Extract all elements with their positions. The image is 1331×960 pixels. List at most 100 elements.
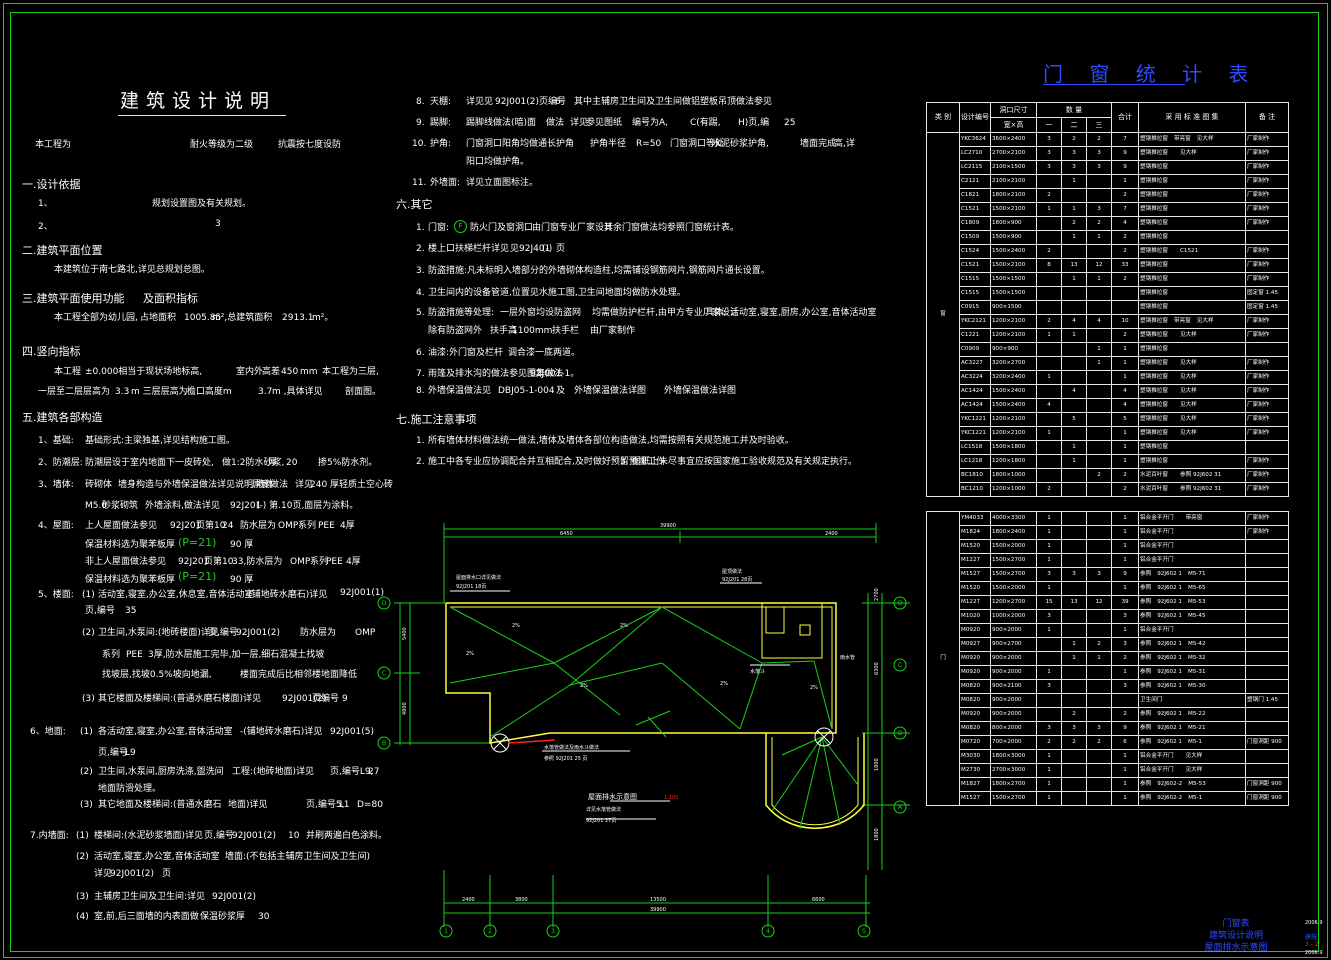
schedule-cell	[1061, 553, 1087, 568]
schedule-atlas-part: 铝合金平开门	[1140, 529, 1174, 535]
schedule-cell	[1086, 665, 1112, 680]
s6-i1-n: 1.	[416, 223, 425, 233]
schedule-cell: 2	[1111, 272, 1139, 287]
schedule-cell: M1527	[959, 791, 991, 806]
schedule-cell-note	[1245, 749, 1289, 764]
schedule-cell	[1061, 300, 1087, 315]
s5-i6-at3: 92J001(5)	[330, 727, 375, 737]
axis-left-B: B	[377, 736, 391, 750]
s5-i2-n: 2、防潮层:	[38, 458, 83, 468]
schedule-cell	[1036, 440, 1062, 455]
schedule-title: 门 窗 统 计 表	[1043, 62, 1259, 86]
schedule-cell	[1086, 763, 1112, 778]
dim-bottom-text-1: 2400	[462, 897, 475, 903]
schedule-cell: 1	[1111, 749, 1139, 764]
schedule-atlas-part: 塑钢推拉窗	[1140, 416, 1168, 422]
schedule-cell: 2	[1061, 132, 1087, 147]
schedule-cell: 4	[1086, 314, 1112, 329]
schedule-cell	[1111, 693, 1139, 708]
schedule-atlas-part: 水泥百叶窗	[1140, 472, 1168, 478]
schedule-atlas-part: 塑钢推拉窗	[1140, 458, 1168, 464]
s5-i4-t8: PEE	[318, 521, 335, 531]
schedule-cell: 1800×2400	[990, 525, 1037, 540]
schedule-atlas-part: 参照 92J602 31	[1179, 472, 1222, 478]
axis-bottom-5-label: 5	[862, 928, 866, 935]
schedule-cell	[1086, 623, 1112, 638]
schedule-cell	[1061, 188, 1087, 203]
schedule-atlas-part: 92J602 1	[1157, 641, 1182, 647]
schedule-atlas-part: 塑钢推拉窗	[1140, 150, 1168, 156]
schedule-atlas-part: 塑钢推拉窗	[1140, 234, 1168, 240]
schedule-cell: 1500×2700	[990, 567, 1037, 582]
schedule-cell: LC2710	[959, 146, 991, 161]
schedule-cell: 3	[1036, 721, 1062, 736]
s4-l2e: 3.7	[258, 387, 273, 397]
tb-date: 2006.9	[1305, 950, 1323, 956]
hdr-note: 备 注	[1245, 102, 1289, 133]
schedule-cell: 15	[1036, 595, 1062, 610]
s1-l2: 2、	[38, 222, 53, 232]
axis-right-C: C	[893, 658, 907, 672]
s2-head: 二.建筑平面位置	[22, 244, 103, 257]
schedule-cell: 800×2000	[990, 721, 1037, 736]
schedule-cell-note: 固定窗 1.45	[1245, 300, 1289, 315]
schedule-cell: 1500×2400	[990, 398, 1037, 413]
schedule-cell: 1	[1086, 272, 1112, 287]
schedule-atlas-part: M5-65	[1188, 585, 1206, 591]
axis-left-C: C	[377, 666, 391, 680]
schedule-cell-note: 厂家制作	[1245, 188, 1289, 203]
s6-i5-n: 5.	[416, 308, 425, 318]
inner-frame	[10, 12, 1319, 952]
s5-i5-bt4: 防水层为	[300, 628, 337, 638]
s5-i5-ct: 其它楼面及楼梯间:(普通水磨石楼面)详见	[98, 694, 262, 704]
s5-i5-at: 活动室,寝室,办公室,休息室,音体活动室	[98, 590, 254, 600]
schedule-cell: 1	[1086, 230, 1112, 245]
schedule-cell: 2	[1086, 468, 1112, 483]
s5-i5-bt3: 92J001(2)	[236, 628, 281, 638]
schedule-atlas-part: 参照	[1140, 571, 1152, 577]
schedule-group-doors: 门	[926, 511, 960, 806]
axis-bottom-2: 2	[483, 924, 497, 938]
s6-i5-t9: 扶手栏	[552, 326, 580, 336]
schedule-cell: 1500×2700	[990, 791, 1037, 806]
schedule-cell: C0909	[959, 342, 991, 357]
s4-l2a: 一层至二层层高为	[38, 387, 111, 397]
schedule-cell-note	[1245, 581, 1289, 596]
schedule-cell-note: 厂家制作	[1245, 202, 1289, 217]
s6-i1-t: 门窗:	[428, 223, 450, 233]
schedule-cell: 1500×2400	[990, 384, 1037, 399]
dim-bottom-text-4: 6600	[812, 897, 825, 903]
schedule-cell: 2	[1036, 244, 1062, 259]
s5-i4-t11: 90 厚	[230, 540, 254, 550]
schedule-cell	[1036, 356, 1062, 371]
s5-i5-ct2: 92J001(2)	[282, 694, 327, 704]
schedule-cell-note	[1245, 707, 1289, 722]
schedule-cell: 3	[1111, 609, 1139, 624]
axis-bottom-2-label: 2	[488, 928, 492, 935]
s5-i3b-t5: (-) 第.10页,面层为涂料。	[256, 501, 359, 511]
axis-bottom-4: 4	[761, 924, 775, 938]
schedule-atlas-part: 参照	[1140, 795, 1152, 801]
schedule-atlas-part: 塑钢推拉窗	[1140, 388, 1168, 394]
schedule-cell	[1061, 525, 1087, 540]
s5-i4-t19: 4厚	[346, 557, 361, 567]
schedule-cell: 1	[1111, 539, 1139, 554]
schedule-cell	[1086, 749, 1112, 764]
schedule-cell-note: 厂家制作	[1245, 146, 1289, 161]
schedule-cell: 2	[1061, 216, 1087, 231]
schedule-cell: 1500×900	[990, 230, 1037, 245]
s6-i5-t2: 一层外窗均设防盗网	[500, 308, 582, 318]
schedule-cell: 900×2000	[990, 651, 1037, 666]
axis-right-C-label: C	[898, 662, 902, 669]
schedule-atlas-part: 铝合金平开门	[1140, 557, 1174, 563]
axis-left-B-label: B	[382, 740, 386, 747]
